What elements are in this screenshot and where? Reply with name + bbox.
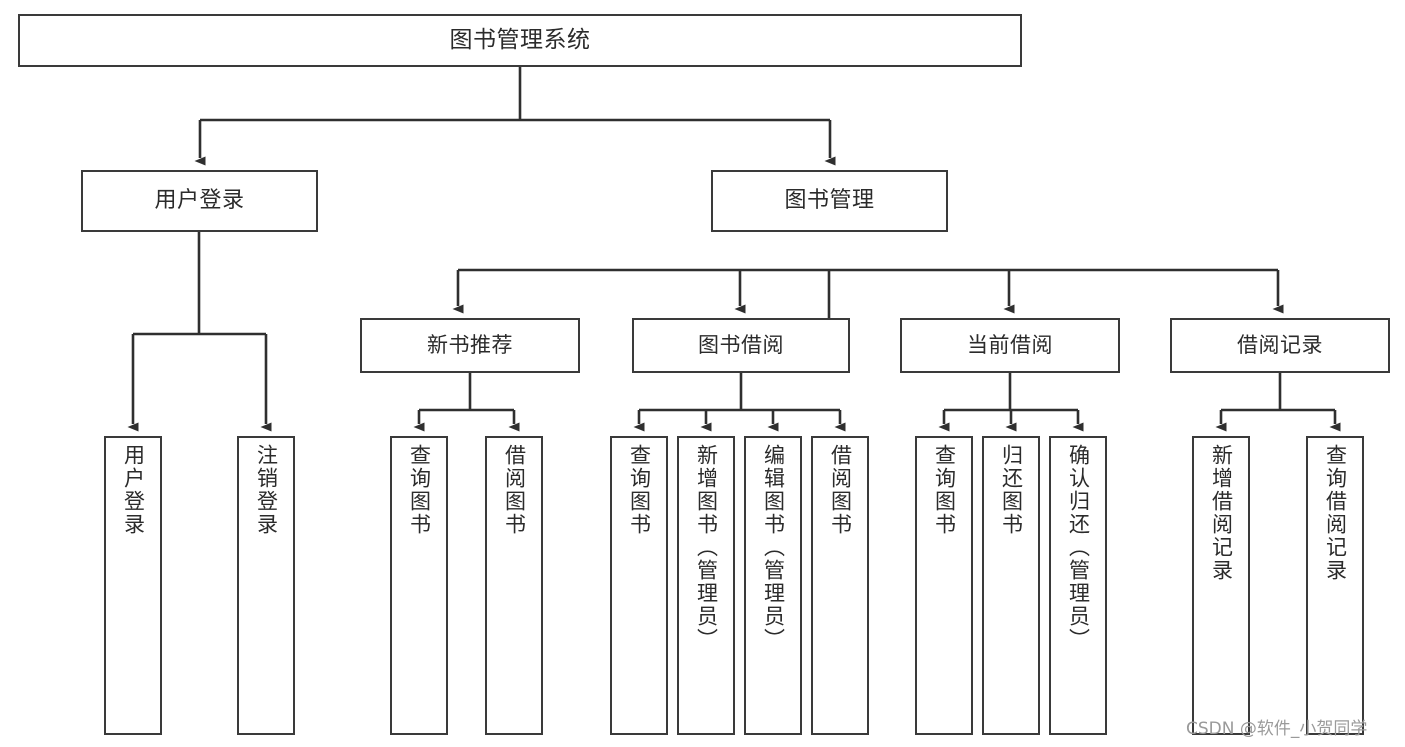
- leaf-borrow-edit-book-admin[interactable]: 编辑图书（管理员）: [744, 436, 802, 735]
- leaf-user-login-logout[interactable]: 注销登录: [237, 436, 295, 735]
- node-root-system[interactable]: 图书管理系统: [18, 14, 1022, 67]
- node-label: 图书借阅: [698, 333, 784, 358]
- node-label: 编辑图书（管理员）: [761, 444, 786, 651]
- node-label: 借阅图书: [828, 444, 853, 536]
- node-label: 用户登录: [121, 444, 146, 536]
- leaf-current-return-book[interactable]: 归还图书: [982, 436, 1040, 735]
- node-user-login[interactable]: 用户登录: [81, 170, 318, 232]
- leaf-borrow-add-book-admin[interactable]: 新增图书（管理员）: [677, 436, 735, 735]
- node-label: 注销登录: [254, 444, 279, 536]
- node-current-borrow[interactable]: 当前借阅: [900, 318, 1120, 373]
- node-label: 查询图书: [407, 444, 432, 536]
- node-label: 新书推荐: [427, 333, 513, 358]
- node-label: 当前借阅: [967, 333, 1053, 358]
- node-label: 归还图书: [999, 444, 1024, 536]
- node-label: 新增图书（管理员）: [694, 444, 719, 651]
- leaf-current-query-book[interactable]: 查询图书: [915, 436, 973, 735]
- node-label: 图书管理: [784, 188, 875, 214]
- node-label: 确认归还（管理员）: [1066, 444, 1091, 651]
- leaf-borrow-query-book[interactable]: 查询图书: [610, 436, 668, 735]
- leaf-record-add-record[interactable]: 新增借阅记录: [1192, 436, 1250, 735]
- node-label: 借阅图书: [502, 444, 527, 536]
- leaf-user-login-login[interactable]: 用户登录: [104, 436, 162, 735]
- node-label: 查询图书: [627, 444, 652, 536]
- node-borrow-record[interactable]: 借阅记录: [1170, 318, 1390, 373]
- node-label: 查询借阅记录: [1323, 444, 1348, 582]
- leaf-current-confirm-return-admin[interactable]: 确认归还（管理员）: [1049, 436, 1107, 735]
- node-new-book-recommend[interactable]: 新书推荐: [360, 318, 580, 373]
- node-book-borrow[interactable]: 图书借阅: [632, 318, 850, 373]
- node-label: 用户登录: [154, 188, 245, 214]
- node-label: 图书管理系统: [449, 26, 591, 53]
- node-book-management[interactable]: 图书管理: [711, 170, 948, 232]
- node-label: 查询图书: [932, 444, 957, 536]
- leaf-record-query-record[interactable]: 查询借阅记录: [1306, 436, 1364, 735]
- leaf-recommend-query-book[interactable]: 查询图书: [390, 436, 448, 735]
- csdn-watermark: CSDN @软件_小贺同学: [1186, 719, 1368, 739]
- node-label: 新增借阅记录: [1209, 444, 1234, 582]
- node-label: 借阅记录: [1237, 333, 1323, 358]
- leaf-borrow-borrow-book[interactable]: 借阅图书: [811, 436, 869, 735]
- leaf-recommend-borrow-book[interactable]: 借阅图书: [485, 436, 543, 735]
